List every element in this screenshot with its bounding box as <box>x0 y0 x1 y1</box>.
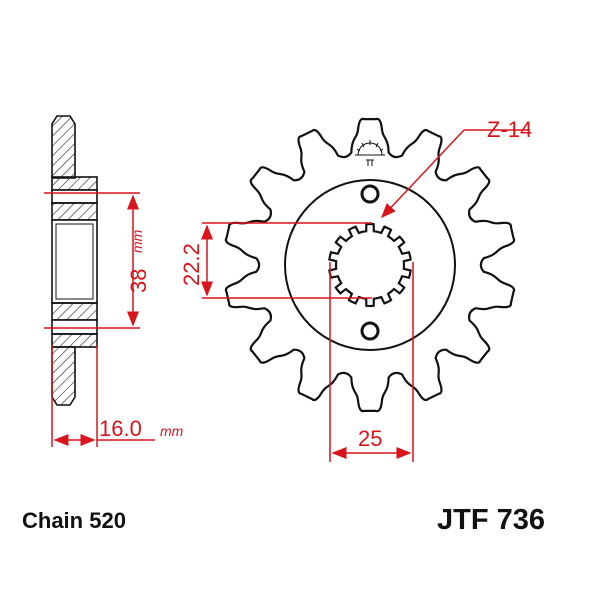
bolt-hole-top <box>360 184 380 204</box>
chain-size-label: Chain 520 <box>22 508 126 533</box>
sprocket-front-view <box>224 117 516 413</box>
spline-inner-dimension: 22.2 <box>179 243 204 286</box>
bolt-circle-unit: mm <box>129 229 145 253</box>
teeth-count-label: Z-14 <box>487 117 532 142</box>
brand-logo <box>355 140 385 166</box>
hub-circle <box>284 179 456 351</box>
thickness-unit: mm <box>160 423 184 439</box>
side-view <box>51 115 98 406</box>
spline-outer-dimension: 25 <box>358 426 382 451</box>
part-code-label: JTF 736 <box>437 504 545 536</box>
bolt-hole-bottom <box>360 321 380 341</box>
dimension-lines <box>44 129 530 462</box>
spline-bore <box>328 222 412 308</box>
dimension-labels: 38 mm 22.2 16.0 mm 25 Z-14 <box>99 117 532 451</box>
bolt-circle-dimension: 38 <box>126 269 151 293</box>
thickness-dimension: 16.0 <box>99 416 142 441</box>
